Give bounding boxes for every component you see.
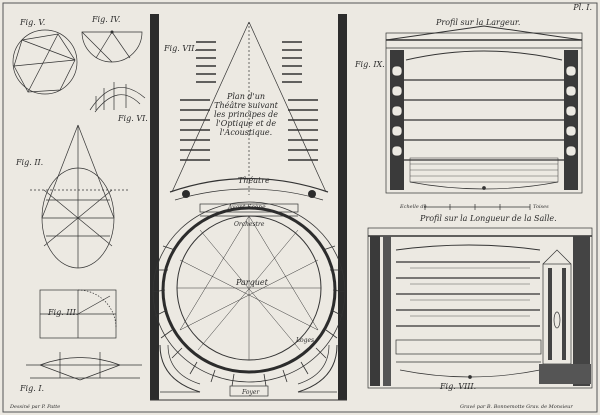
profile-length-drawing [367,227,593,389]
plan-label-loges: Loges [296,337,315,344]
theatre-plan [150,14,347,401]
profile-width-title: Profil sur la Largeur. [436,18,521,27]
fig4-drawing [81,30,143,63]
box-partitions [152,245,346,387]
plan-title: Plan d'un Théâtre suivant les principes … [214,92,278,137]
fig1-label: Fig. I. [20,384,45,393]
plan-label-avant-scene: Avant Scène [228,204,266,211]
stage-flats [180,41,318,161]
fig1-drawing [26,352,142,381]
scale-unit: Toises [533,204,549,210]
fig5-label: Fig. V. [20,18,46,27]
fig2-label: Fig. II. [16,158,44,167]
fig2-drawing [30,124,128,269]
fig9-label: Fig. IX. [355,60,385,69]
acoustic-rays [177,215,321,360]
tier-lines [404,79,564,161]
plate-number: Pl. I. [573,3,592,12]
fig6-drawing [89,82,146,113]
scale-label: Echelle de [400,204,427,210]
fig8-label: Fig. VIII. [440,382,477,391]
fig5-drawing [12,29,78,95]
fig3-drawing [39,289,117,339]
left-geometry-panel [12,29,146,381]
plan-label-foyer: Foyer [242,389,260,396]
fig3-label: Fig. III. [48,308,79,317]
fig6-label: Fig. VI. [118,114,148,123]
fig4-label: Fig. IV. [92,15,121,24]
credit-draughtsman: Dessiné par P. Patte [10,404,61,410]
credit-engraver: Gravé par B. Bonnemotte Grav. de Monsieu… [460,404,573,410]
fig7-label: Fig. VII. [164,44,197,53]
plan-label-orchestre: Orchestre [234,221,265,228]
plan-label-theatre: Théatre [238,176,270,185]
profile-length-title: Profil sur la Longueur de la Salle. [420,214,557,223]
profile-width-drawing [385,25,583,210]
box-arches [391,65,577,157]
plan-label-parquet: Parquet [236,278,268,287]
longitudinal-tiers [396,261,540,327]
